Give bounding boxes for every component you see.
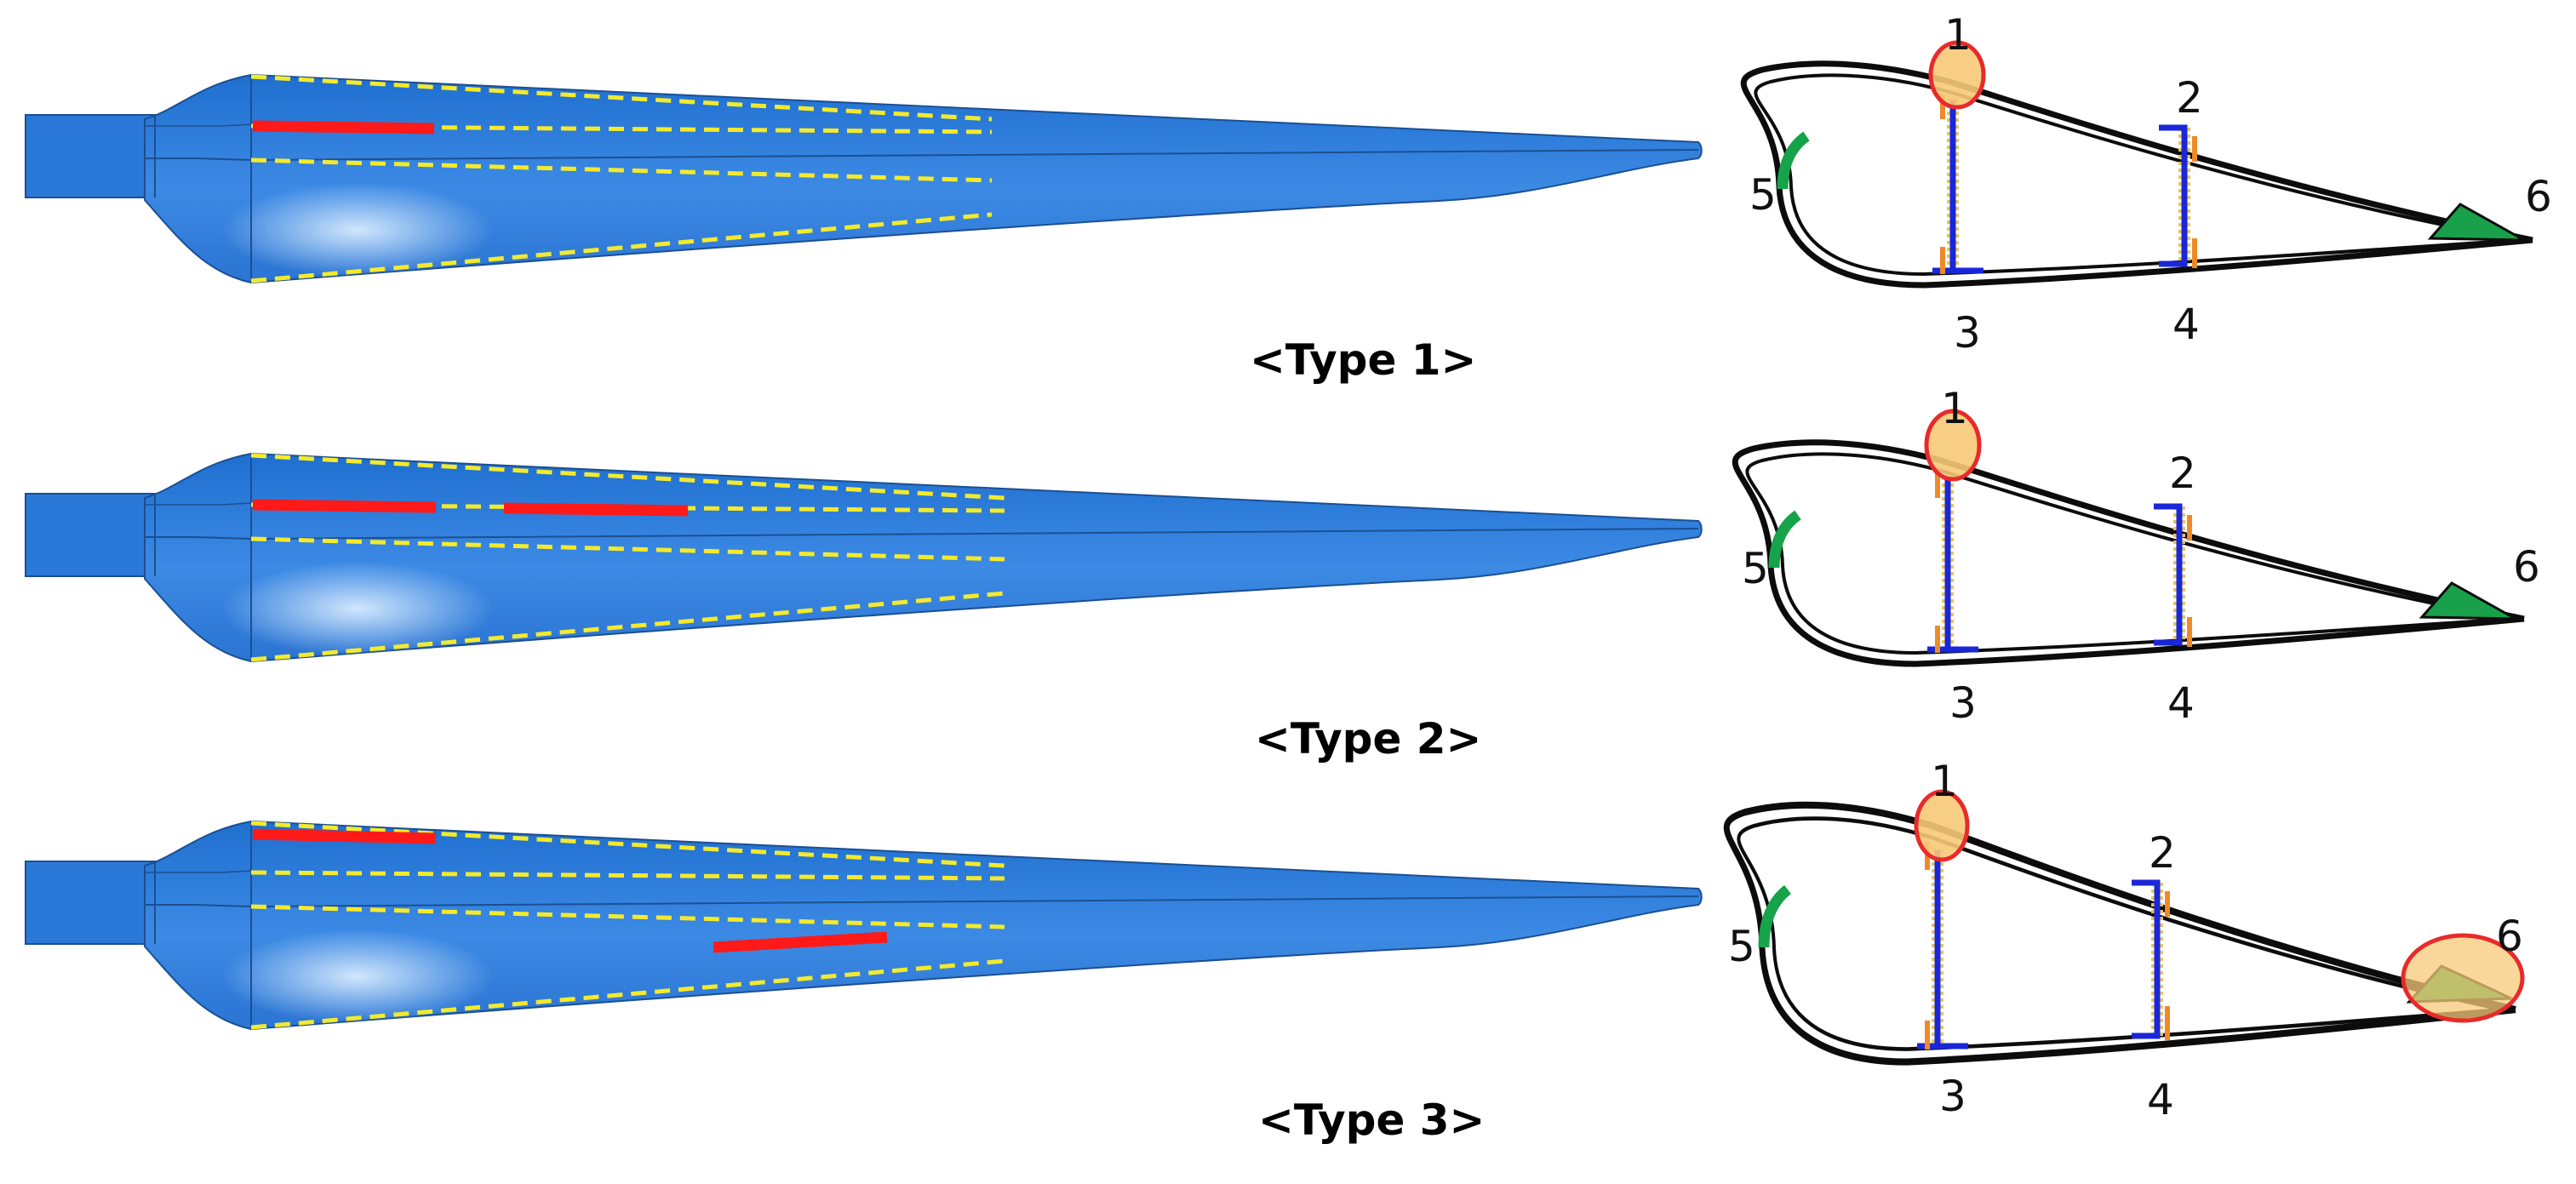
location-label-6: 6 xyxy=(2525,172,2552,221)
location-labels: 1 2 3 4 5 6 xyxy=(1749,10,2552,357)
location-label-3: 3 xyxy=(1949,678,1977,728)
shear-web-1 xyxy=(1932,94,1984,274)
spar-cap-line xyxy=(250,212,993,283)
blade-root-cylinder xyxy=(25,114,156,198)
airfoil-shell-inner xyxy=(1754,73,2521,277)
shear-web-2 xyxy=(2159,124,2197,268)
spar-cap-line xyxy=(250,453,1005,500)
location-label-1: 1 xyxy=(1931,757,1958,806)
airfoil-shell-inner xyxy=(1745,452,2512,655)
damage-highlight-loc-1 xyxy=(1928,40,1986,110)
airfoil-outer xyxy=(1718,66,2533,289)
shear-web-2 xyxy=(2132,879,2170,1040)
shear-web-1 xyxy=(1917,842,1968,1050)
damage-highlight-loc-6 xyxy=(2401,933,2525,1023)
panel-type-1: <Type 1> 1 2 3 4 5 xyxy=(25,10,2552,385)
blade-sheen xyxy=(221,183,494,277)
location-label-1: 1 xyxy=(1941,384,1968,433)
blade-sheen xyxy=(221,929,494,1023)
type-label: <Type 2> xyxy=(1255,714,1481,764)
location-label-5: 5 xyxy=(1742,544,1769,593)
damage-zone xyxy=(252,120,435,134)
shear-web-2 xyxy=(2154,503,2192,647)
spar-cap-line xyxy=(250,74,993,122)
spar-cap-line xyxy=(250,157,993,183)
blade-planform xyxy=(25,820,1703,1031)
airfoil-shell xyxy=(1723,801,2516,1066)
blade-planform xyxy=(25,452,1703,663)
spar-cap-line xyxy=(250,958,1005,1030)
airfoil-section xyxy=(1718,40,2533,289)
panel-type-3: <Type 3> 1 2 3 4 5 6 xyxy=(25,757,2525,1145)
spar-cap-lines xyxy=(250,821,1005,1030)
type-label: <Type 1> xyxy=(1250,335,1476,385)
location-label-4: 4 xyxy=(2147,1075,2174,1124)
damage-highlight-loc-1 xyxy=(1924,409,1982,482)
spar-cap-line xyxy=(250,591,1005,662)
airfoil-shell-inner xyxy=(1737,816,2504,1051)
spar-cap-line xyxy=(250,536,1005,562)
location-label-3: 3 xyxy=(1954,308,1981,357)
type-label: <Type 3> xyxy=(1258,1095,1485,1145)
location-label-6: 6 xyxy=(2513,542,2540,592)
location-label-4: 4 xyxy=(2172,300,2200,349)
location-labels: 1 2 3 4 5 6 xyxy=(1728,757,2523,1124)
leading-edge-region xyxy=(1758,884,1792,948)
damage-highlight-loc-1 xyxy=(1914,789,1970,862)
airfoil-section xyxy=(1732,409,2525,667)
trailing-edge-adhesive xyxy=(2419,581,2516,621)
damage-markers xyxy=(252,120,435,134)
damage-zone xyxy=(713,931,888,953)
location-labels: 1 2 3 4 5 6 xyxy=(1742,384,2540,728)
location-label-6: 6 xyxy=(2496,912,2523,961)
airfoil-section xyxy=(1723,789,2525,1066)
airfoil-shell xyxy=(1732,439,2525,667)
spar-cap-line xyxy=(250,870,1005,881)
spar-cap-line xyxy=(250,821,1005,868)
leading-edge-region xyxy=(1768,510,1801,569)
location-label-5: 5 xyxy=(1728,922,1755,971)
location-label-4: 4 xyxy=(2167,678,2195,728)
blade-planform xyxy=(25,73,1703,284)
damage-zone xyxy=(252,828,437,844)
location-label-1: 1 xyxy=(1944,10,1972,60)
leading-edge-region xyxy=(1777,131,1810,190)
damage-zone xyxy=(252,499,437,513)
spar-cap-line xyxy=(250,904,1005,929)
location-label-5: 5 xyxy=(1749,170,1777,220)
blade-root-cylinder xyxy=(25,861,156,945)
blade-sheen xyxy=(221,562,494,655)
location-label-3: 3 xyxy=(1939,1072,1966,1121)
location-label-2: 2 xyxy=(2149,828,2176,878)
panel-type-2: <Type 2> 1 2 3 4 5 6 xyxy=(25,384,2540,764)
location-label-2: 2 xyxy=(2176,73,2203,123)
shear-web-1 xyxy=(1927,472,1978,653)
damage-zone xyxy=(503,502,689,517)
damage-markers xyxy=(252,499,689,517)
location-label-2: 2 xyxy=(2169,449,2196,498)
blade-root-cylinder xyxy=(25,493,156,577)
damage-markers xyxy=(252,828,888,953)
trailing-edge-adhesive xyxy=(2427,203,2525,242)
airfoil-shell xyxy=(1740,60,2533,289)
